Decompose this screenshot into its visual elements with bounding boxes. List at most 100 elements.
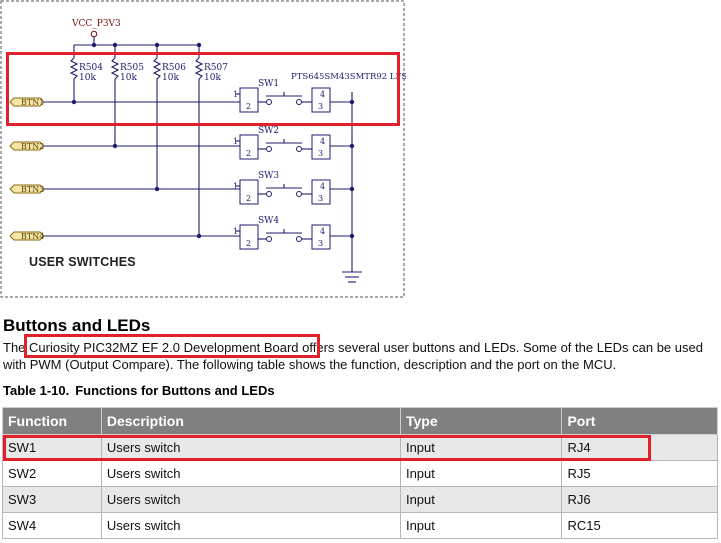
cell-type: Input: [399, 460, 563, 487]
switch-part-number: PTS645SM43SMTR92 LFS: [291, 72, 406, 82]
supply-label: VCC_P3V3: [71, 19, 121, 29]
pin-1: 1: [233, 137, 238, 146]
header-description: Description: [100, 407, 401, 435]
pin-4: 4: [320, 227, 325, 236]
junction-dot: [112, 143, 118, 149]
cell-type: Input: [399, 434, 563, 461]
switch-contact: [296, 99, 302, 105]
table-header-row: Function Description Type Port: [2, 407, 718, 435]
cell-port: RJ5: [561, 460, 718, 487]
switch-ref: SW2: [258, 126, 279, 136]
intro-text-after: offers several user buttons and LEDs. So…: [3, 340, 703, 372]
resistor-value: 10k: [120, 73, 137, 83]
resistor-symbol: [69, 57, 79, 80]
port-flag: [9, 141, 45, 151]
pin-1: 1: [233, 227, 238, 236]
resistor-ref: R505: [120, 63, 144, 73]
functions-table: Function Description Type Port SW1 Users…: [2, 407, 718, 539]
pin-2: 2: [246, 102, 251, 111]
pin-1: 1: [233, 182, 238, 191]
resistor-ref: R506: [162, 63, 186, 73]
schematic-drawing: VCC_P3V3R50410kR50510kR50610kR50710kBTN1…: [0, 0, 406, 298]
switch-contact: [296, 146, 302, 152]
cell-type: Input: [399, 512, 563, 539]
intro-text-before: The: [3, 340, 30, 355]
junction-dot: [112, 42, 118, 48]
switch-ref: SW1: [258, 79, 279, 89]
switch-right-pad: [311, 179, 331, 205]
schematic-caption: USER SWITCHES: [29, 255, 136, 269]
cell-function: SW4: [2, 512, 102, 539]
junction-dot: [196, 233, 202, 239]
pin-1: 1: [233, 90, 238, 99]
pin-4: 4: [320, 90, 325, 99]
switch-left-pad: [239, 224, 259, 250]
pin-3: 3: [318, 149, 323, 158]
junction-dot: [154, 186, 160, 192]
port-label: BTN2: [21, 142, 44, 151]
cell-function: SW3: [2, 486, 102, 513]
pin-4: 4: [320, 137, 325, 146]
port-flag: [9, 184, 45, 194]
header-port: Port: [561, 407, 718, 435]
port-flag: [9, 97, 45, 107]
resistor-value: 10k: [204, 73, 221, 83]
cell-port: RC15: [561, 512, 718, 539]
switch-contact: [266, 236, 272, 242]
switch-ref: SW3: [258, 171, 279, 181]
junction-dot: [91, 42, 97, 48]
pin-3: 3: [318, 239, 323, 248]
switch-right-pad: [311, 224, 331, 250]
resistor-symbol: [194, 57, 204, 80]
cell-function: SW1: [2, 434, 102, 461]
switch-left-pad: [239, 87, 259, 113]
pin-4: 4: [320, 182, 325, 191]
cell-description: Users switch: [100, 486, 401, 513]
port-flag: [9, 231, 45, 241]
switch-sw2: 12 4 3: [233, 134, 331, 160]
switch-sw3: 12 4 3: [233, 179, 331, 205]
switch-right-pad: [311, 87, 331, 113]
resistor-value: 10k: [162, 73, 179, 83]
header-function: Function: [2, 407, 102, 435]
pin-3: 3: [318, 102, 323, 111]
resistor-ref: R504: [79, 63, 103, 73]
resistor-ref: R507: [204, 63, 228, 73]
table-caption-number: Table 1-10.: [3, 383, 70, 398]
junction-dot: [154, 42, 160, 48]
pin-2: 2: [246, 194, 251, 203]
supply-terminal: [90, 30, 98, 38]
cell-port: RJ4: [561, 434, 718, 461]
switch-left-pad: [239, 134, 259, 160]
table-row: SW2 Users switch Input RJ5: [2, 460, 718, 487]
port-label: BTN4: [21, 232, 44, 241]
table-caption-title: Functions for Buttons and LEDs: [75, 383, 275, 398]
table-row: SW3 Users switch Input RJ6: [2, 486, 718, 513]
pin-2: 2: [246, 149, 251, 158]
cell-function: SW2: [2, 460, 102, 487]
table-row: SW1 Users switch Input RJ4: [2, 434, 718, 461]
pin-2: 2: [246, 239, 251, 248]
cell-description: Users switch: [100, 434, 401, 461]
switch-sw1: 12 4 3: [233, 87, 331, 113]
resistor-symbol: [110, 57, 120, 80]
resistor-value: 10k: [79, 73, 96, 83]
table-row: SW4 Users switch Input RC15: [2, 512, 718, 539]
cell-description: Users switch: [100, 460, 401, 487]
junction-dot: [71, 99, 77, 105]
switch-contact: [266, 146, 272, 152]
switch-contact: [296, 236, 302, 242]
pin-3: 3: [318, 194, 323, 203]
cell-port: RJ6: [561, 486, 718, 513]
section-heading: Buttons and LEDs: [3, 316, 151, 335]
switch-left-pad: [239, 179, 259, 205]
header-type: Type: [399, 407, 563, 435]
switch-right-pad: [311, 134, 331, 160]
switch-sw4: 12 4 3: [233, 224, 331, 250]
junction-dot: [196, 42, 202, 48]
switch-contact: [266, 191, 272, 197]
table-caption: Table 1-10. Functions for Buttons and LED…: [3, 383, 275, 398]
schematic-border: [0, 0, 405, 298]
switch-contact: [296, 191, 302, 197]
